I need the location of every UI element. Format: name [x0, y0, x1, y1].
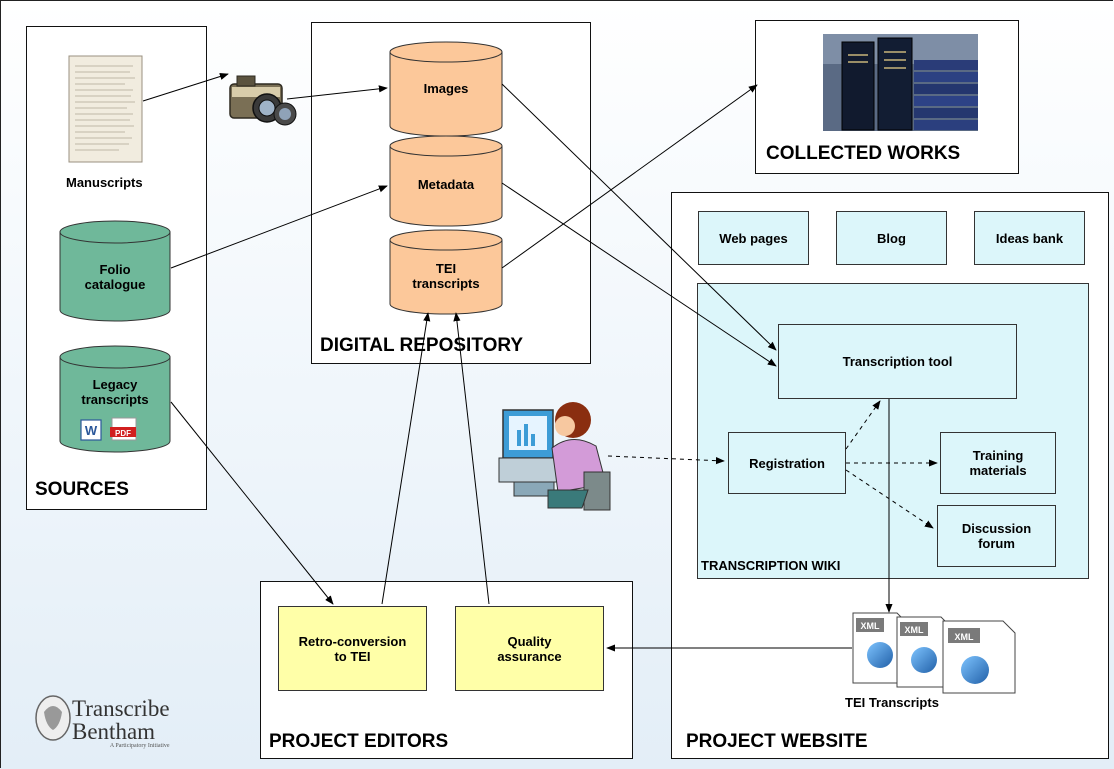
sources-title: SOURCES [35, 479, 129, 500]
logo-line1: Transcribe [72, 696, 170, 721]
training-line2: materials [969, 463, 1027, 478]
dashed-arrow-user-to-registration [607, 455, 725, 465]
discussion-forum-box[interactable]: Discussion forum [937, 505, 1056, 567]
camera-icon [229, 75, 297, 126]
metadata-label: Metadata [417, 176, 475, 192]
transcribe-bentham-logo: Transcribe Bentham A Participatory Initi… [72, 697, 170, 749]
arrow-legacy-to-retro-conversion [170, 401, 334, 605]
registration-box[interactable]: Registration [728, 432, 846, 494]
manuscript-image [68, 55, 143, 163]
arrow-images-to-transcription-tool [501, 83, 777, 351]
xml-label-2: XML [905, 625, 925, 635]
arrow-tei-to-collected-works [501, 84, 758, 269]
legacy-transcripts-label: Legacy transcripts [60, 372, 170, 412]
discussion-line2: forum [978, 536, 1015, 551]
word-document-icon: W [80, 419, 102, 441]
images-label: Images [423, 80, 469, 96]
logo-tagline: A Participatory Initiative [109, 743, 170, 749]
xml-file-icon-3: XML [942, 620, 1016, 694]
user-at-computer-icon [498, 402, 611, 511]
collected-works-photo [823, 34, 978, 131]
xml-label-3: XML [955, 632, 975, 642]
arrow-folio-to-metadata [170, 185, 388, 269]
folio-catalogue-label: Folio catalogue [60, 252, 170, 302]
xml-file-icon-2: XML [896, 616, 954, 688]
discussion-line1: Discussion [961, 521, 1032, 536]
retro-line2: to TEI [334, 648, 371, 664]
tei-transcripts-cylinder[interactable] [389, 229, 503, 315]
quality-line1: Quality [507, 633, 552, 649]
arrow-retro-to-tei [381, 312, 431, 605]
project-website-title: PROJECT WEBSITE [686, 731, 868, 752]
xml-label-1: XML [861, 621, 881, 631]
tei-line2: transcripts [412, 276, 480, 291]
project-editors-title: PROJECT EDITORS [269, 731, 449, 752]
web-pages-box[interactable]: Web pages [698, 211, 809, 265]
pdf-document-icon: PDF [110, 417, 137, 441]
tei-line1: TEI [435, 261, 457, 276]
ideas-bank-box[interactable]: Ideas bank [974, 211, 1085, 265]
transcription-tool-box[interactable]: Transcription tool [778, 324, 1017, 399]
metadata-cylinder[interactable] [389, 135, 503, 227]
retro-conversion-box[interactable]: Retro-conversion to TEI [278, 606, 427, 691]
arrow-manuscripts-to-camera [142, 73, 229, 102]
legacy-line2: transcripts [81, 392, 149, 407]
manuscripts-label: Manuscripts [66, 175, 143, 190]
training-materials-box[interactable]: Training materials [940, 432, 1056, 494]
digital-repository-title: DIGITAL REPOSITORY [320, 335, 524, 356]
arrow-quality-to-tei [453, 312, 490, 605]
transcription-wiki-title: TRANSCRIPTION WIKI [701, 558, 841, 573]
legacy-line1: Legacy [92, 377, 138, 392]
tei-transcripts-label: TEI transcripts [390, 254, 502, 298]
arrow-camera-to-images [286, 85, 388, 100]
xml-file-icon-1: XML [852, 612, 910, 684]
logo-line2: Bentham [72, 719, 156, 744]
arrow-metadata-to-transcription-tool [501, 182, 777, 367]
word-icon-letter: W [85, 423, 98, 438]
folio-line1: Folio [99, 262, 131, 277]
retro-line1: Retro-conversion [298, 633, 407, 649]
dashed-arrow-registration-to-tool [845, 400, 881, 450]
pdf-icon-letters: PDF [115, 429, 131, 438]
quality-assurance-box[interactable]: Quality assurance [455, 606, 604, 691]
transcribe-bentham-logo-emblem [35, 695, 71, 741]
folio-catalogue-cylinder[interactable] [59, 220, 171, 322]
training-line1: Training [972, 448, 1024, 463]
collected-works-title: COLLECTED WORKS [766, 143, 961, 164]
quality-line2: assurance [497, 648, 562, 664]
tei-transcripts-files-label: TEI Transcripts [845, 695, 939, 710]
folio-line2: catalogue [84, 277, 146, 292]
dashed-arrow-registration-to-discussion [845, 469, 934, 529]
blog-box[interactable]: Blog [836, 211, 947, 265]
